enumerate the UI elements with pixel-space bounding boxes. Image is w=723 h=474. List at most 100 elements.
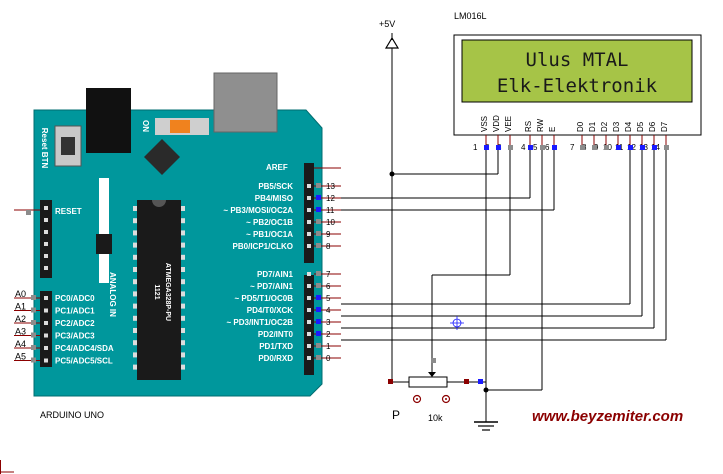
- digital-pin-stub[interactable]: [316, 295, 321, 300]
- analog-pin-stub[interactable]: [31, 320, 36, 325]
- reset-header: [40, 200, 52, 278]
- lcd-pin-d6: D6: [648, 121, 657, 132]
- digital-pin-stub[interactable]: [316, 307, 321, 312]
- analog-pin-name: A2: [15, 314, 26, 324]
- lcd-pin-rw: RW: [536, 118, 545, 132]
- lcd-model-label: LM016L: [454, 11, 487, 21]
- lcd-pin-num-6: 6: [545, 143, 550, 152]
- analog-pin-label: PC5/ADC5/SCL: [55, 357, 113, 366]
- website-label: www.beyzemiter.com: [532, 408, 683, 425]
- lcd-pin-num-4: 4: [521, 143, 526, 152]
- analog-pin-stub[interactable]: [31, 307, 36, 313]
- digital-pin-number: 0: [326, 354, 331, 363]
- lcd-pin-vdd: VDD: [492, 115, 501, 132]
- aref-label: AREF: [266, 163, 288, 172]
- digital-pin-stub[interactable]: [316, 183, 321, 188]
- lcd-line-2: Elk-Elektronik: [497, 75, 658, 97]
- potentiometer[interactable]: P 10k: [388, 358, 483, 423]
- board-name-label: ARDUINO UNO: [40, 410, 104, 420]
- digital-pin-number: 6: [326, 282, 331, 291]
- on-label: ON: [141, 120, 150, 132]
- analog-in-label: ANALOG IN: [108, 272, 117, 317]
- analog-pin-name: A3: [15, 327, 26, 337]
- digital-pin-label: PD0/RXD: [258, 354, 293, 363]
- analog-pin-name: A1: [15, 302, 26, 312]
- analog-pin-stub[interactable]: [31, 295, 36, 300]
- digital-pin-number: 3: [326, 318, 331, 327]
- vcc-supply: +5V: [379, 19, 400, 382]
- digital-pin-number: 2: [326, 330, 331, 339]
- lcd-pin-d4: D4: [624, 121, 633, 132]
- lcd-pin-vss: VSS: [480, 116, 489, 132]
- digital-pin-label: PB4/MISO: [255, 194, 293, 203]
- analog-pin-name: A0: [15, 289, 26, 299]
- lcd-line-1: Ulus MTAL: [526, 49, 629, 71]
- lcd-pin-d5: D5: [636, 121, 645, 132]
- lcd-pin-d3: D3: [612, 121, 621, 132]
- crosshair-icon: [450, 316, 464, 330]
- pot-ref-label: P: [392, 408, 400, 422]
- lcd-pin-d0: D0: [576, 121, 585, 132]
- lcd-pin-vee: VEE: [504, 116, 513, 132]
- analog-pin-label: PC3/ADC3: [55, 332, 95, 341]
- digital-pin-label: PD1/TXD: [259, 342, 293, 351]
- lcd-pin-rs: RS: [524, 121, 533, 132]
- digital-pin-number: 7: [326, 270, 331, 279]
- usb-port: [213, 72, 278, 133]
- digital-pin-stub[interactable]: [316, 243, 321, 248]
- digital-pin-label: PB5/SCK: [258, 182, 293, 191]
- analog-pin-label: PC1/ADC1: [55, 307, 95, 316]
- analog-pin-stub[interactable]: [31, 357, 36, 363]
- chip-legs: [133, 206, 185, 370]
- usb-chip: [144, 139, 180, 175]
- analog-pin-stub[interactable]: [31, 345, 36, 350]
- atmega-chip: [137, 200, 181, 380]
- lcd-pin-names: VSS VDD VEE RS RW E D0 D1 D2 D3 D4 D5 D6…: [480, 115, 669, 132]
- power-led-light: [170, 120, 190, 133]
- analog-pin-stub[interactable]: [31, 332, 36, 338]
- digital-pin-stub[interactable]: [316, 343, 321, 348]
- lcd-pin-d7: D7: [660, 121, 669, 132]
- reset-button-cap[interactable]: [61, 137, 75, 155]
- reset-pin-stub: [14, 209, 40, 215]
- digital-pin-label: ~ PD5/T1/OC0B: [235, 294, 294, 303]
- analog-pin-label: PC2/ADC2: [55, 319, 95, 328]
- arduino-board[interactable]: Reset BTN ON 1121 ATMEGA328P-PU ANALOG I…: [33, 72, 323, 397]
- digital-pin-number: 11: [326, 206, 335, 215]
- wiring: [341, 150, 667, 422]
- digital-pin-stub[interactable]: [316, 331, 321, 336]
- digital-header-high: [304, 163, 314, 263]
- digital-pin-stub[interactable]: [316, 283, 321, 288]
- vcc-label: +5V: [379, 19, 395, 29]
- digital-pin-label: PB0/ICP1/CLKO: [233, 242, 293, 251]
- lcd-module[interactable]: LM016L Ulus MTAL Elk-Elektronik VSS VDD …: [453, 11, 702, 152]
- digital-pin-number: 9: [326, 230, 331, 239]
- analog-pin-name: A4: [15, 339, 26, 349]
- analog-header: [40, 291, 52, 367]
- reset-btn-label: Reset BTN: [40, 128, 49, 169]
- digital-pin-stub[interactable]: [316, 355, 321, 360]
- lcd-pin-num-7: 7: [570, 143, 575, 152]
- pot-value-label: 10k: [428, 413, 443, 423]
- digital-pin-number: 13: [326, 182, 335, 191]
- digital-pin-stub[interactable]: [316, 319, 321, 324]
- lcd-screen: [461, 39, 693, 103]
- digital-header-low: [304, 275, 314, 375]
- digital-pin-stub[interactable]: [316, 195, 321, 200]
- digital-pin-stub[interactable]: [316, 219, 321, 224]
- digital-pin-label: ~ PB3/MOSI/OC2A: [223, 206, 293, 215]
- digital-pin-number: 8: [326, 242, 331, 251]
- digital-pin-label: ~ PD7/AIN1: [250, 282, 293, 291]
- crystal-band: [96, 234, 112, 254]
- digital-pin-label: PD7/AIN1: [257, 270, 294, 279]
- digital-pin-number: 1: [326, 342, 331, 351]
- digital-pin-stub[interactable]: [316, 231, 321, 236]
- dc-jack: [86, 88, 131, 153]
- crystal-body: [99, 178, 109, 283]
- chip-label-1: 1121: [153, 284, 160, 299]
- chip-label-2: ATMEGA328P-PU: [164, 263, 171, 321]
- digital-pin-stub[interactable]: [316, 271, 321, 276]
- lcd-pin-d2: D2: [600, 121, 609, 132]
- digital-pin-number: 12: [326, 194, 335, 203]
- digital-pin-stub[interactable]: [316, 207, 321, 212]
